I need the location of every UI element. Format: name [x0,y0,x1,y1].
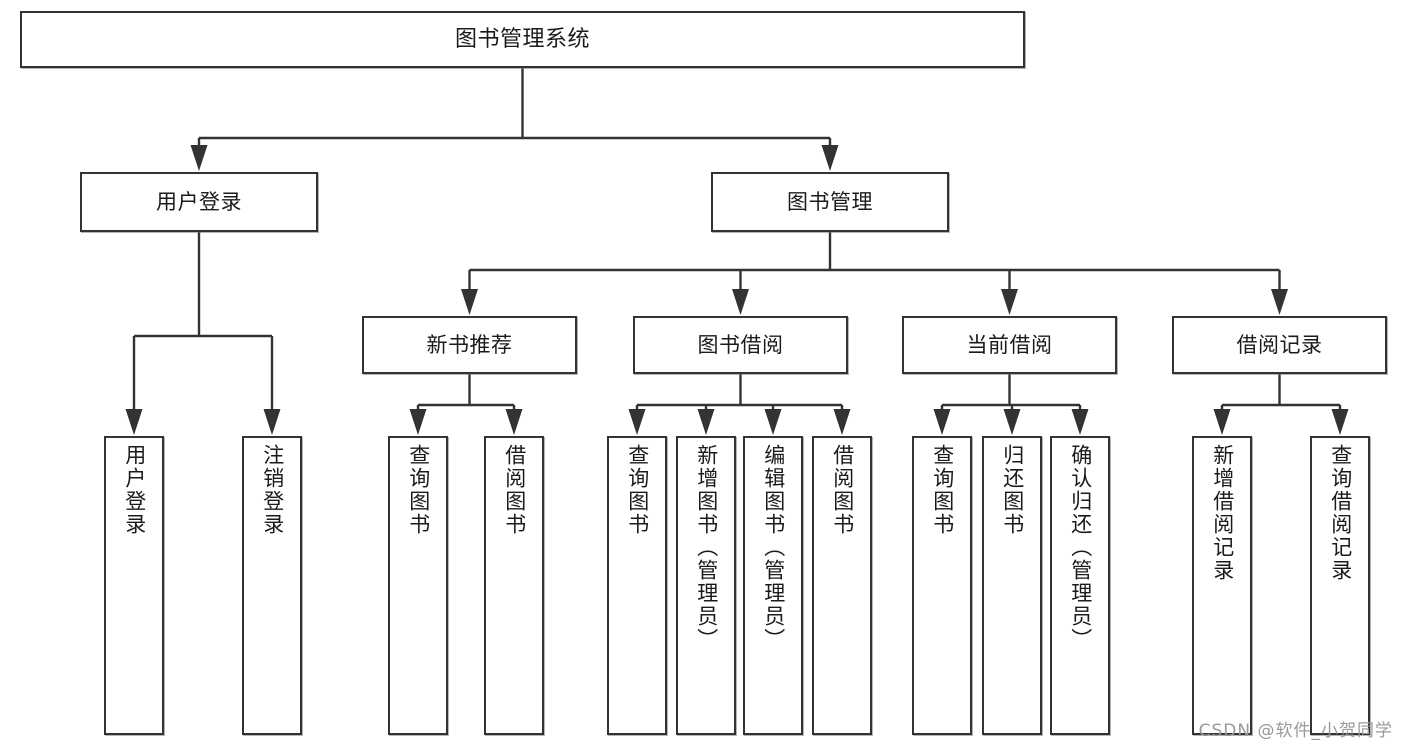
node-label-leaf-add-record: 新增借阅记录 [1210,444,1235,582]
node-user-login[interactable]: 用户登录 [80,172,318,232]
node-leaf-user-login[interactable]: 用户登录 [104,436,164,735]
node-book-borrow[interactable]: 图书借阅 [633,316,848,374]
node-label-leaf-query-book-1: 查询图书 [406,444,431,536]
node-current-borrow[interactable]: 当前借阅 [902,316,1117,374]
node-label-book-borrow: 图书借阅 [697,332,784,357]
node-leaf-query-book-1[interactable]: 查询图书 [388,436,448,735]
node-leaf-borrow-book-2[interactable]: 借阅图书 [812,436,872,735]
node-borrow-record[interactable]: 借阅记录 [1172,316,1387,374]
node-label-new-book-rec: 新书推荐 [426,332,513,357]
node-leaf-user-logout[interactable]: 注销登录 [242,436,302,735]
arrow-head-leaf-query-record [1331,409,1349,435]
arrow-head-book-mgmt [821,145,839,171]
arrow-head-borrow-record [1271,289,1288,315]
arrow-head-leaf-user-login [125,409,143,435]
arrow-head-leaf-query-book-2 [628,409,646,435]
arrow-head-leaf-borrow-book-2 [833,409,851,435]
node-label-leaf-return-book: 归还图书 [1000,444,1025,536]
node-leaf-query-record[interactable]: 查询借阅记录 [1310,436,1370,735]
node-leaf-borrow-book-1[interactable]: 借阅图书 [484,436,544,735]
node-label-leaf-query-book-2: 查询图书 [625,444,650,536]
node-label-leaf-query-record: 查询借阅记录 [1328,444,1353,582]
node-leaf-edit-book[interactable]: 编辑图书（管理员） [743,436,803,735]
node-label-user-login: 用户登录 [156,189,242,214]
arrow-head-leaf-user-logout [263,409,281,435]
node-leaf-query-book-3[interactable]: 查询图书 [912,436,972,735]
arrow-head-leaf-confirm-return [1071,409,1089,435]
node-leaf-return-book[interactable]: 归还图书 [982,436,1042,735]
arrow-head-leaf-edit-book [764,409,782,435]
node-label-leaf-confirm-return: 确认归还（管理员） [1068,444,1093,651]
node-book-mgmt[interactable]: 图书管理 [711,172,949,232]
arrow-head-leaf-query-book-3 [933,409,951,435]
node-label-current-borrow: 当前借阅 [966,332,1053,357]
arrow-head-leaf-add-record [1213,409,1231,435]
arrow-head-user-login [190,145,208,171]
node-label-leaf-edit-book: 编辑图书（管理员） [761,444,786,651]
arrow-head-book-borrow [732,289,749,315]
arrow-head-leaf-query-book-1 [409,409,427,435]
node-label-leaf-borrow-book-1: 借阅图书 [502,444,527,536]
node-label-leaf-add-book: 新增图书（管理员） [694,444,719,651]
arrow-head-new-book-rec [461,289,478,315]
node-label-leaf-borrow-book-2: 借阅图书 [830,444,855,536]
node-label-borrow-record: 借阅记录 [1236,332,1323,357]
node-label-root: 图书管理系统 [454,26,590,52]
node-label-leaf-query-book-3: 查询图书 [930,444,955,536]
node-leaf-add-record[interactable]: 新增借阅记录 [1192,436,1252,735]
arrow-head-leaf-borrow-book-1 [505,409,523,435]
node-label-leaf-user-login: 用户登录 [122,444,147,536]
node-label-book-mgmt: 图书管理 [787,189,873,214]
arrow-head-leaf-add-book [697,409,715,435]
node-leaf-query-book-2[interactable]: 查询图书 [607,436,667,735]
arrow-head-current-borrow [1001,289,1018,315]
node-new-book-rec[interactable]: 新书推荐 [362,316,577,374]
node-leaf-confirm-return[interactable]: 确认归还（管理员） [1050,436,1110,735]
arrow-head-leaf-return-book [1003,409,1021,435]
node-root[interactable]: 图书管理系统 [20,11,1025,68]
watermark-text: CSDN @软件_小贺同学 [1198,721,1393,741]
node-leaf-add-book[interactable]: 新增图书（管理员） [676,436,736,735]
node-label-leaf-user-logout: 注销登录 [260,444,285,536]
